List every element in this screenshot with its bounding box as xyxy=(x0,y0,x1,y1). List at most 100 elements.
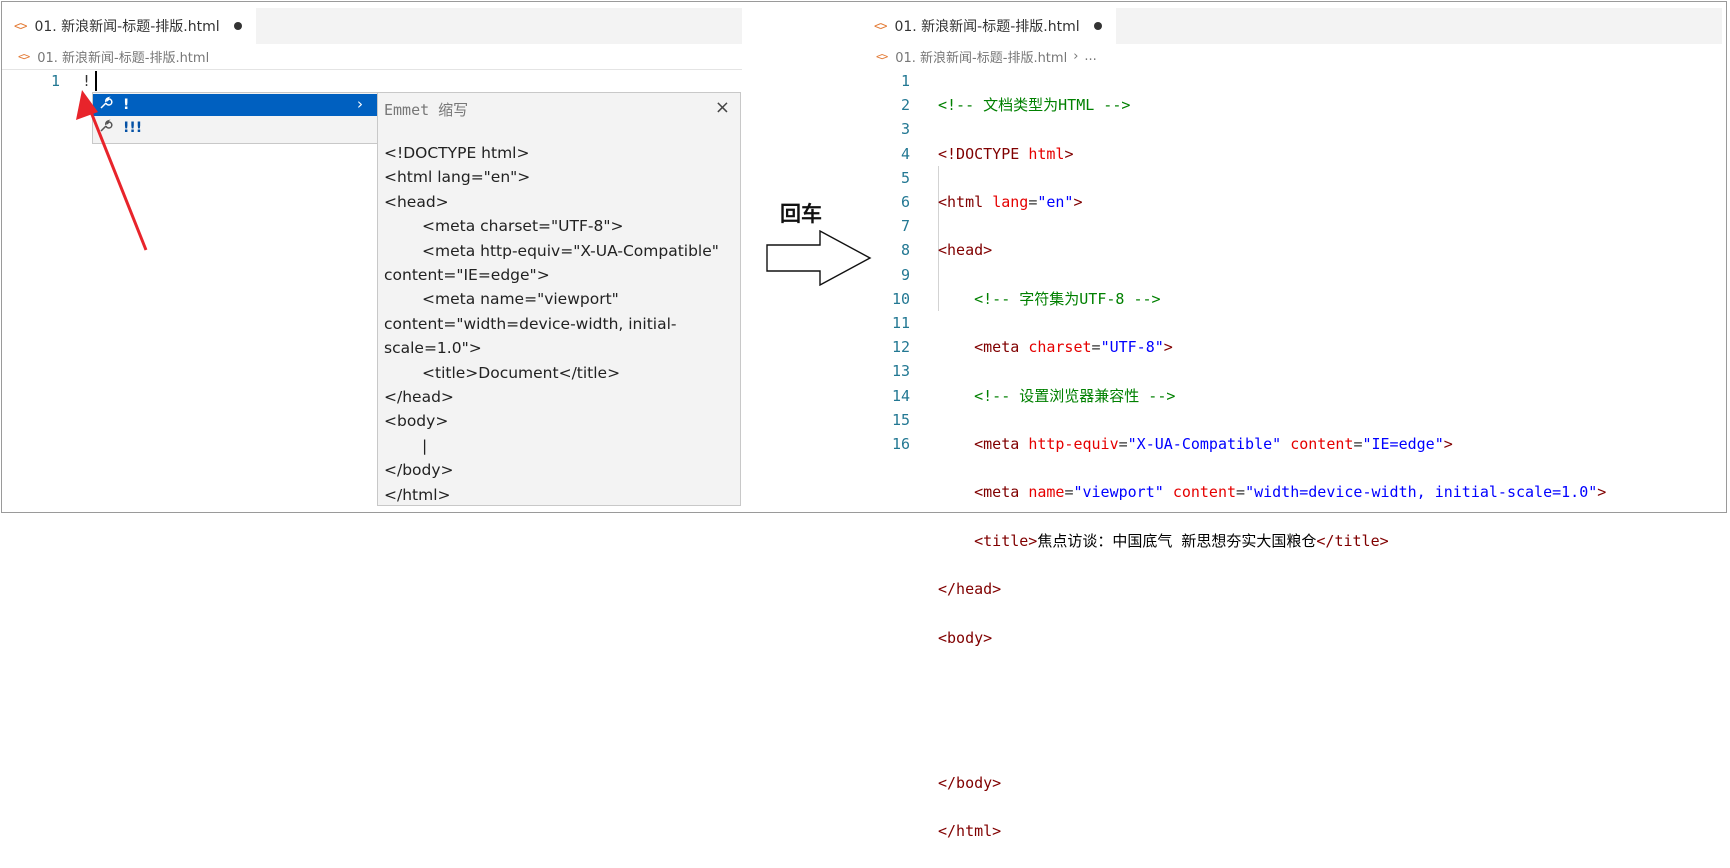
preview-line: content="width=device-width, initial- xyxy=(384,314,677,333)
code-line-1: <!-- 文档类型为HTML --> xyxy=(938,93,1606,117)
code-file-icon: <> xyxy=(874,19,887,33)
preview-line: <html lang="en"> xyxy=(384,168,531,187)
preview-line: <title>Document</title> xyxy=(422,363,621,382)
tag: <meta xyxy=(974,338,1020,357)
tag: </head> xyxy=(938,580,1002,599)
comment: <!-- 设置浏览器兼容性 --> xyxy=(974,386,1176,405)
left-breadcrumb[interactable]: <> 01. 新浪新闻-标题-排版.html xyxy=(18,45,209,67)
code-file-icon: <> xyxy=(14,19,27,33)
line-number: 1 xyxy=(900,72,910,90)
line-number: 16 xyxy=(891,435,910,454)
code-line-14 xyxy=(938,722,1606,746)
preview-line: | xyxy=(422,436,428,455)
code-line-6: <meta charset="UTF-8"> xyxy=(974,338,1173,357)
line-number: 15 xyxy=(891,410,910,429)
editor-line-1[interactable]: ! xyxy=(82,71,98,91)
chevron-right-icon: › xyxy=(1073,48,1079,64)
tag: </title> xyxy=(1316,531,1389,550)
line-number: 9 xyxy=(900,265,910,284)
preview-line: </body> xyxy=(384,461,454,480)
suggestion-label: !!! xyxy=(123,120,143,136)
left-tab-bar: <> 01. 新浪新闻-标题-排版.html xyxy=(2,8,742,44)
indent-guide xyxy=(938,166,939,311)
suggestion-item[interactable]: !!! xyxy=(93,117,377,139)
details-title: Emmet 缩写 xyxy=(384,101,469,119)
line-number: 8 xyxy=(900,241,910,260)
string: "en" xyxy=(1037,193,1074,212)
modified-dot-icon[interactable] xyxy=(1093,22,1102,30)
text-cursor xyxy=(95,71,98,91)
preview-line: <body> xyxy=(384,412,449,431)
code-line-16: </html> xyxy=(938,819,1606,843)
preview-line: content="IE=edge"> xyxy=(384,266,550,285)
tag: <meta xyxy=(974,435,1020,454)
breadcrumb-label: 01. 新浪新闻-标题-排版.html xyxy=(895,50,1068,66)
tag: > xyxy=(1064,144,1074,163)
code-line-12: <body> xyxy=(938,626,1606,650)
code-line-3: <html lang="en"> xyxy=(938,193,1083,212)
preview-line: </head> xyxy=(384,388,454,407)
code-file-icon: <> xyxy=(18,49,30,63)
string: "width=device-width, initial-scale=1.0" xyxy=(1245,483,1598,502)
chevron-right-icon[interactable]: › xyxy=(357,95,363,113)
code-line-11: </head> xyxy=(938,577,1606,601)
string: "X-UA-Compatible" xyxy=(1127,435,1282,454)
line-number: 6 xyxy=(900,193,910,212)
attribute: name xyxy=(1028,483,1065,502)
tag: <body> xyxy=(938,628,993,647)
suggestion-widget: ! › !!! xyxy=(92,92,378,144)
attribute: content xyxy=(1290,435,1354,454)
tag: </html> xyxy=(938,822,1002,841)
code-line-8: <meta http-equiv="X-UA-Compatible" conte… xyxy=(974,435,1453,454)
attribute: content xyxy=(1172,483,1237,502)
right-breadcrumb[interactable]: <> 01. 新浪新闻-标题-排版.html › ... xyxy=(876,45,1097,67)
preview-line: <head> xyxy=(384,192,449,211)
enter-key-label: 回车 xyxy=(780,201,822,226)
line-number: 5 xyxy=(900,168,910,187)
tag: <head> xyxy=(938,241,993,260)
breadcrumb-label: 01. 新浪新闻-标题-排版.html xyxy=(37,50,210,66)
code-line-9: <meta name="viewport" content="width=dev… xyxy=(974,483,1607,502)
tag: </body> xyxy=(938,773,1002,792)
line-number: 4 xyxy=(900,144,910,163)
suggestion-details-pane: Emmet 缩写 × <!DOCTYPE html> <html lang="e… xyxy=(377,92,741,506)
line-number: 11 xyxy=(891,314,910,333)
suggestion-item-selected[interactable]: ! › xyxy=(93,94,377,116)
close-icon[interactable]: × xyxy=(714,97,730,118)
details-preview: <!DOCTYPE html> <html lang="en"> <head> … xyxy=(384,141,736,507)
wrench-icon xyxy=(99,119,117,137)
preview-line: <meta charset="UTF-8"> xyxy=(422,217,624,236)
modified-dot-icon[interactable] xyxy=(233,22,242,30)
line-number: 2 xyxy=(900,96,910,115)
code-line-15: </body> xyxy=(938,771,1606,795)
line-number: 1 xyxy=(50,72,60,90)
wrench-icon xyxy=(99,96,117,114)
preview-line: </html> xyxy=(384,485,451,504)
line-number: 10 xyxy=(891,289,910,308)
preview-line: scale=1.0"> xyxy=(384,339,482,358)
code-line-4: <head> xyxy=(938,238,1606,262)
title-text: 焦点访谈：中国底气 新思想夯实大国粮仓 xyxy=(1037,531,1317,550)
string: "UTF-8" xyxy=(1100,338,1164,357)
code-line-13 xyxy=(938,674,1606,698)
breadcrumb-more[interactable]: ... xyxy=(1084,48,1097,64)
code-line-2: <!DOCTYPE html> xyxy=(938,142,1606,166)
typed-text: ! xyxy=(82,72,92,90)
code-area[interactable]: <!-- 文档类型为HTML --> <!DOCTYPE html> <html… xyxy=(938,69,1606,868)
right-editor-tab[interactable]: <> 01. 新浪新闻-标题-排版.html xyxy=(862,8,1116,44)
left-editor-tab[interactable]: <> 01. 新浪新闻-标题-排版.html xyxy=(2,8,256,44)
attribute: http-equiv xyxy=(1028,435,1119,454)
line-number-gutter: 1 2 3 4 5 6 7 8 9 10 11 12 13 14 15 16 xyxy=(880,69,910,456)
comment: <!-- 文档类型为HTML --> xyxy=(938,96,1131,115)
code-file-icon: <> xyxy=(876,49,888,63)
tag: <title> xyxy=(974,531,1038,550)
tab-label: 01. 新浪新闻-标题-排版.html xyxy=(34,19,220,35)
line-number: 14 xyxy=(891,386,910,405)
preview-line: <!DOCTYPE html> xyxy=(384,144,530,162)
comment: <!-- 字符集为UTF-8 --> xyxy=(974,289,1161,308)
attribute: lang xyxy=(992,193,1029,212)
preview-line: <meta name="viewport" xyxy=(422,290,619,309)
tab-label: 01. 新浪新闻-标题-排版.html xyxy=(894,19,1080,35)
annotation-arrow-icon xyxy=(76,90,148,251)
preview-line: <meta http-equiv="X-UA-Compatible" xyxy=(422,241,719,260)
